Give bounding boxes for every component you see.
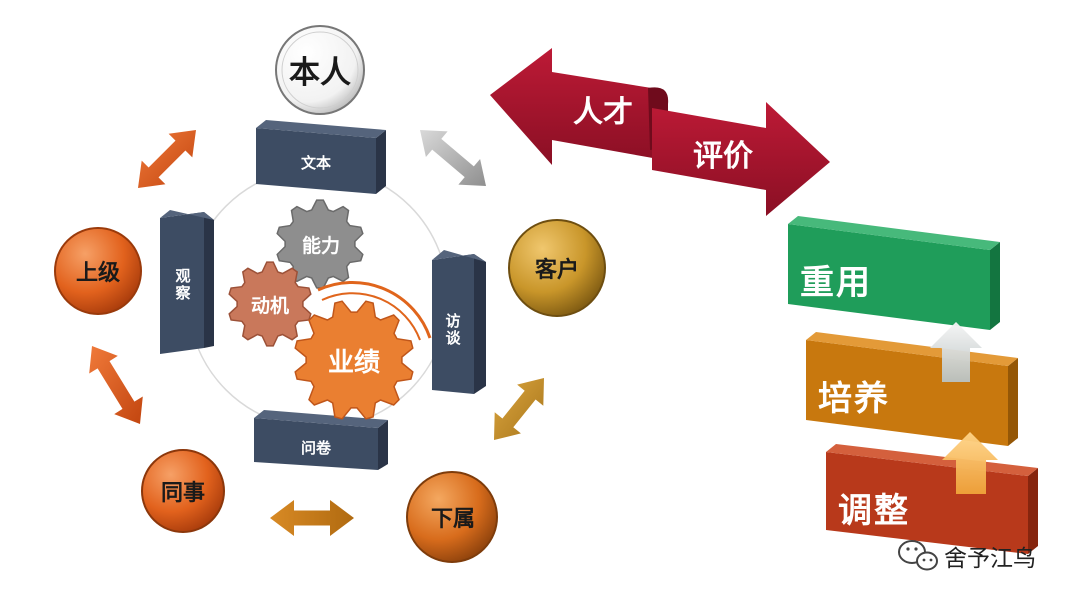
- tab-interview-box: [432, 250, 486, 394]
- banner-left-label: 人才: [573, 95, 633, 130]
- double-arrow-icon: [89, 346, 143, 424]
- gear-ability-label: 能力: [301, 234, 340, 257]
- tab-text-box: [256, 120, 386, 194]
- gear-motivation-label: 动机: [250, 294, 289, 317]
- outcome-bottom-label: 调整: [838, 490, 910, 531]
- client-circle: [508, 219, 606, 317]
- colleague-label: 同事: [160, 481, 205, 506]
- banner-right-label: 评价: [693, 139, 753, 174]
- motivation-gear: [228, 261, 312, 347]
- outcome-top-block: [788, 216, 1000, 330]
- client-label: 客户: [534, 258, 579, 283]
- ability-gear: [276, 199, 364, 289]
- superior-circle: [54, 227, 142, 315]
- self-circle: [275, 25, 365, 115]
- self-circle-inner: [281, 31, 359, 109]
- banner-right-arrow: [652, 102, 830, 216]
- up-arrow-icon: [930, 322, 982, 382]
- double-arrow-icon: [420, 130, 486, 186]
- tab-questionnaire-box: [254, 410, 388, 470]
- self-label: 本人: [289, 54, 351, 91]
- method-text-label: 文本: [300, 153, 331, 172]
- performance-gear-arc: [317, 280, 432, 339]
- watermark-label: 舍予江鸟: [944, 546, 1036, 572]
- tab-observation-box: [160, 210, 214, 354]
- up-arrow-icon: [942, 432, 998, 494]
- performance-gear-arc-2: [321, 292, 421, 341]
- subordinate-label: 下属: [430, 507, 475, 532]
- method-questionnaire-label: 问卷: [300, 438, 331, 457]
- method-interview-label: 访谈: [443, 313, 462, 347]
- subordinate-circle: [406, 471, 498, 563]
- colleague-circle: [141, 449, 225, 533]
- talent-evaluation-banner: [490, 48, 830, 216]
- wechat-icon: [898, 540, 938, 571]
- double-arrow-icon: [494, 378, 544, 440]
- method-observation-label: 观察: [173, 268, 192, 302]
- double-arrow-icon: [138, 130, 196, 188]
- outcome-middle-label: 培养: [818, 378, 890, 419]
- superior-label: 上级: [75, 261, 120, 286]
- double-arrow-icon: [270, 500, 354, 536]
- performance-gear: [294, 300, 414, 420]
- banner-left-arrow: [490, 48, 664, 165]
- gear-performance-label: 业绩: [327, 347, 380, 378]
- outcome-top-label: 重用: [800, 262, 872, 303]
